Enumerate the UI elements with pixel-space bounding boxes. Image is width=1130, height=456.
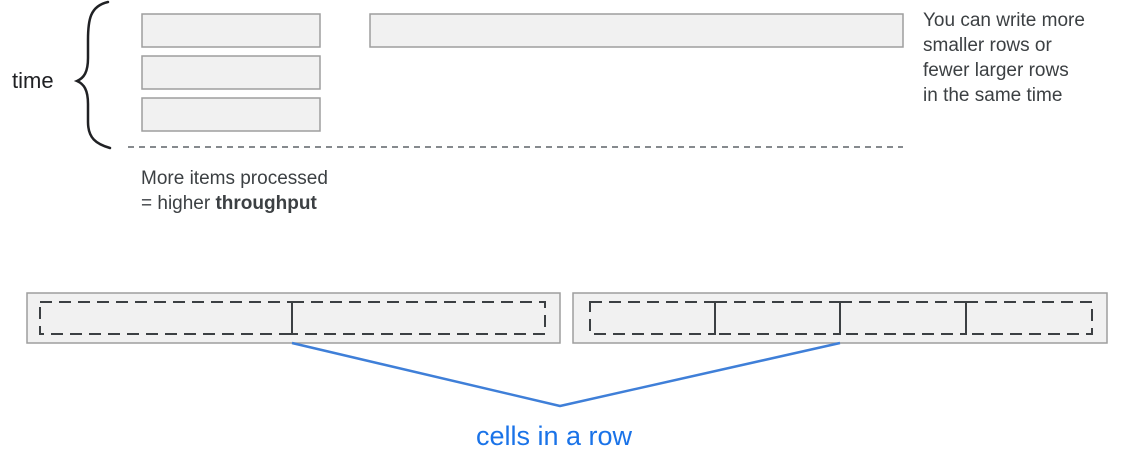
throughput-note-prefix: = higher [141,193,216,214]
cell [839,301,967,335]
large-row [369,13,904,48]
cell [589,301,716,335]
side-note: You can write more smaller rows or fewer… [923,8,1085,108]
small-row-3 [141,97,321,132]
time-label: time [12,68,54,93]
small-row-1 [141,13,321,48]
cell [965,301,1093,335]
throughput-note-line-1: More items processed [141,168,328,189]
throughput-note-line-2: = higher throughput [141,191,328,216]
side-note-line: You can write more [923,10,1085,31]
side-note-line: in the same time [923,85,1063,106]
row-two-cells [26,292,561,344]
cell [291,301,546,335]
throughput-keyword: throughput [215,193,317,214]
cells-pointer-lines [291,341,841,408]
small-row-2 [141,55,321,90]
side-note-line: fewer larger rows [923,60,1069,81]
cell [714,301,841,335]
time-brace [73,0,112,150]
cells-in-a-row-label: cells in a row [476,421,633,451]
side-note-line: smaller rows or [923,35,1052,56]
throughput-note: More items processed = higher throughput [141,166,328,216]
